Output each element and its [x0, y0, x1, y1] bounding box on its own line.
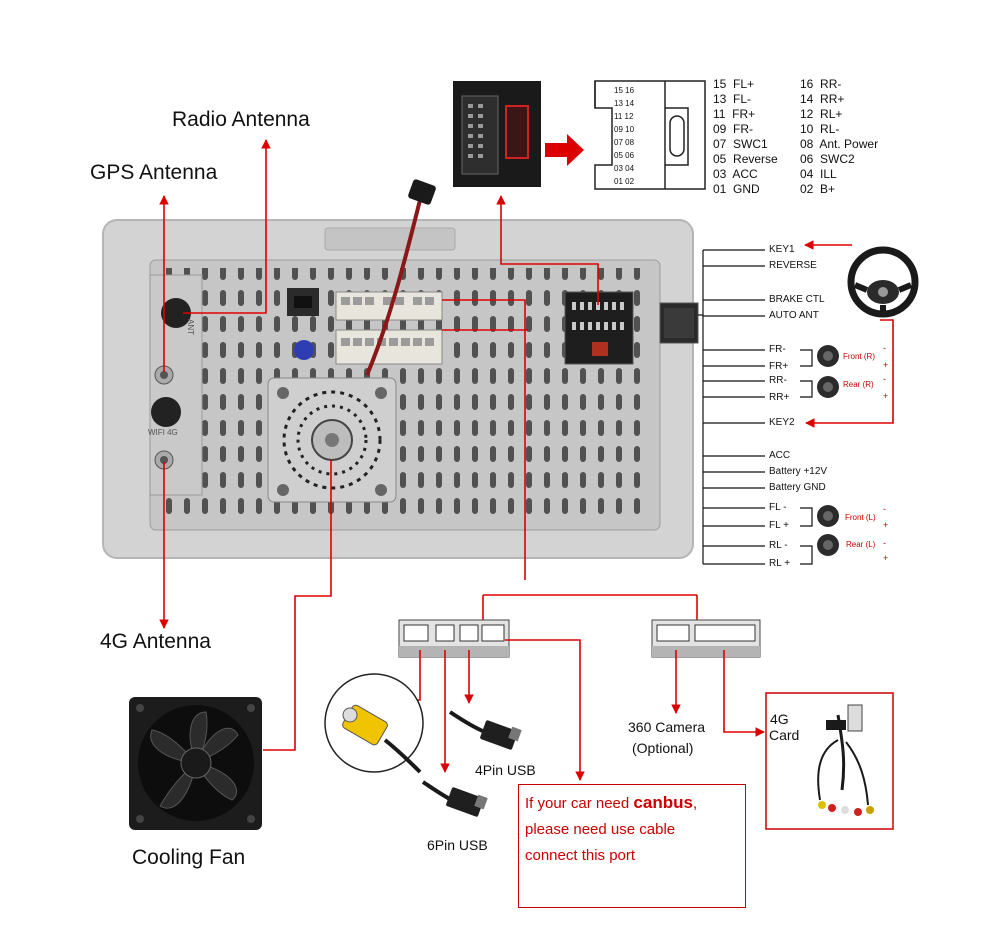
head-unit: [102, 219, 694, 559]
polarity-minus: -: [883, 504, 886, 514]
usb-6pin-label: 6Pin USB: [427, 837, 488, 853]
pin-table-left: 15 FL+ 13 FL- 11 FR+ 09 FR- 07 SWC1 05 R…: [713, 77, 778, 197]
wire-label: RL +: [769, 558, 791, 569]
pin-entry: 07 SWC1: [713, 137, 768, 151]
connector-a: [398, 619, 510, 658]
wire-label: FR+: [769, 361, 789, 372]
polarity-minus: -: [883, 538, 886, 548]
wire-label: FR-: [769, 344, 786, 355]
wire-label: KEY2: [769, 417, 795, 428]
canbus-note: If your car need canbus, please need use…: [518, 784, 746, 908]
unit-wifi-mark: WIFI 4G: [148, 428, 178, 437]
speaker-rear-r-label: Rear (R): [843, 380, 874, 389]
wire-label: RL -: [769, 540, 788, 551]
connector-schematic: [594, 80, 706, 190]
big-red-arrow-icon: [545, 134, 584, 166]
pin-entry: 06 SWC2: [800, 152, 855, 166]
polarity-plus: +: [883, 520, 889, 530]
connector-b: [651, 619, 761, 658]
polarity-plus: +: [883, 360, 889, 370]
pin-row-2: 13 14: [614, 99, 635, 108]
pin-row-1: 15 16: [614, 86, 635, 95]
wire-label: RR+: [769, 392, 790, 403]
pin-row-5: 07 08: [614, 138, 635, 147]
camera-360-label: 360 Camera: [628, 719, 706, 735]
cooling-fan-label: Cooling Fan: [132, 846, 246, 869]
pin-row-6: 05 06: [614, 151, 635, 160]
pin-entry: 11 FR+: [713, 107, 756, 121]
usb-6pin-plug-icon: [421, 780, 488, 817]
pin-entry: 09 FR-: [713, 122, 754, 136]
4g-antenna-label: 4G Antenna: [100, 630, 211, 653]
canbus-line-3: connect this port: [525, 847, 636, 864]
pin-row-7: 03 04: [614, 164, 635, 173]
canbus-line-2: please need use cable: [525, 821, 676, 838]
radio-antenna-label: Radio Antenna: [172, 108, 310, 131]
pin-entry: 02 B+: [800, 182, 836, 196]
connector-photo: [453, 81, 541, 187]
pin-row-4: 09 10: [614, 125, 635, 134]
pin-row-8: 01 02: [614, 177, 635, 186]
pin-row-3: 11 12: [614, 112, 634, 121]
wire-label: FL +: [769, 520, 789, 531]
polarity-minus: -: [883, 374, 886, 384]
cooling-fan-icon: [129, 697, 262, 830]
pin-entry: 13 FL-: [713, 92, 752, 106]
wire-label: ACC: [769, 450, 791, 461]
speaker-rear-l-label: Rear (L): [846, 540, 876, 549]
canbus-line-1: If your car need canbus,: [525, 793, 697, 813]
wire-label: BRAKE CTL: [769, 294, 825, 305]
wire-label: FL -: [769, 502, 787, 513]
wire-label: KEY1: [769, 244, 795, 255]
camera-360-optional-label: (Optional): [632, 740, 694, 756]
canbus-prefix: If your car need: [525, 795, 634, 812]
card-4g-label-2: Card: [769, 727, 800, 743]
pin-entry: 01 GND: [713, 182, 760, 196]
usb-4pin-label: 4Pin USB: [475, 762, 536, 778]
speaker-front-r-label: Front (R): [843, 352, 875, 361]
pin-entry: 15 FL+: [713, 77, 755, 91]
steering-wheel-icon: [847, 246, 919, 318]
rca-camera-plug-icon: [324, 673, 424, 774]
card-4g-box: [765, 692, 894, 830]
pin-entry: 08 Ant. Power: [800, 137, 879, 151]
wire-label: RR-: [769, 375, 787, 386]
unit-ant-mark: ANT: [186, 319, 195, 335]
wire-label: REVERSE: [769, 260, 817, 271]
wire-label: Battery +12V: [769, 466, 828, 477]
harness-lines: [698, 249, 813, 565]
wire-label: Battery GND: [769, 482, 826, 493]
canbus-bold: canbus: [633, 793, 693, 812]
connector-pin-numbers: 15 16 13 14 11 12 09 10 07 08 05 06 03 0…: [614, 84, 664, 188]
wire-label: AUTO ANT: [769, 310, 819, 321]
pin-entry: 16 RR-: [800, 77, 842, 91]
pin-table-right: 16 RR- 14 RR+ 12 RL+ 10 RL- 08 Ant. Powe…: [800, 77, 878, 197]
pin-entry: 12 RL+: [800, 107, 843, 121]
speaker-icons: [817, 345, 839, 556]
pin-entry: 05 Reverse: [713, 152, 778, 166]
gps-antenna-label: GPS Antenna: [90, 161, 218, 184]
polarity-plus: +: [883, 391, 889, 401]
pin-entry: 04 ILL: [800, 167, 837, 181]
polarity-plus: +: [883, 553, 889, 563]
canbus-suffix: ,: [692, 795, 698, 812]
card-4g-label-1: 4G: [770, 711, 789, 727]
polarity-minus: -: [883, 343, 886, 353]
usb-4pin-plug-icon: [448, 710, 522, 750]
pin-entry: 14 RR+: [800, 92, 845, 106]
pin-entry: 10 RL-: [800, 122, 840, 136]
speaker-front-l-label: Front (L): [845, 513, 876, 522]
pin-entry: 03 ACC: [713, 167, 758, 181]
